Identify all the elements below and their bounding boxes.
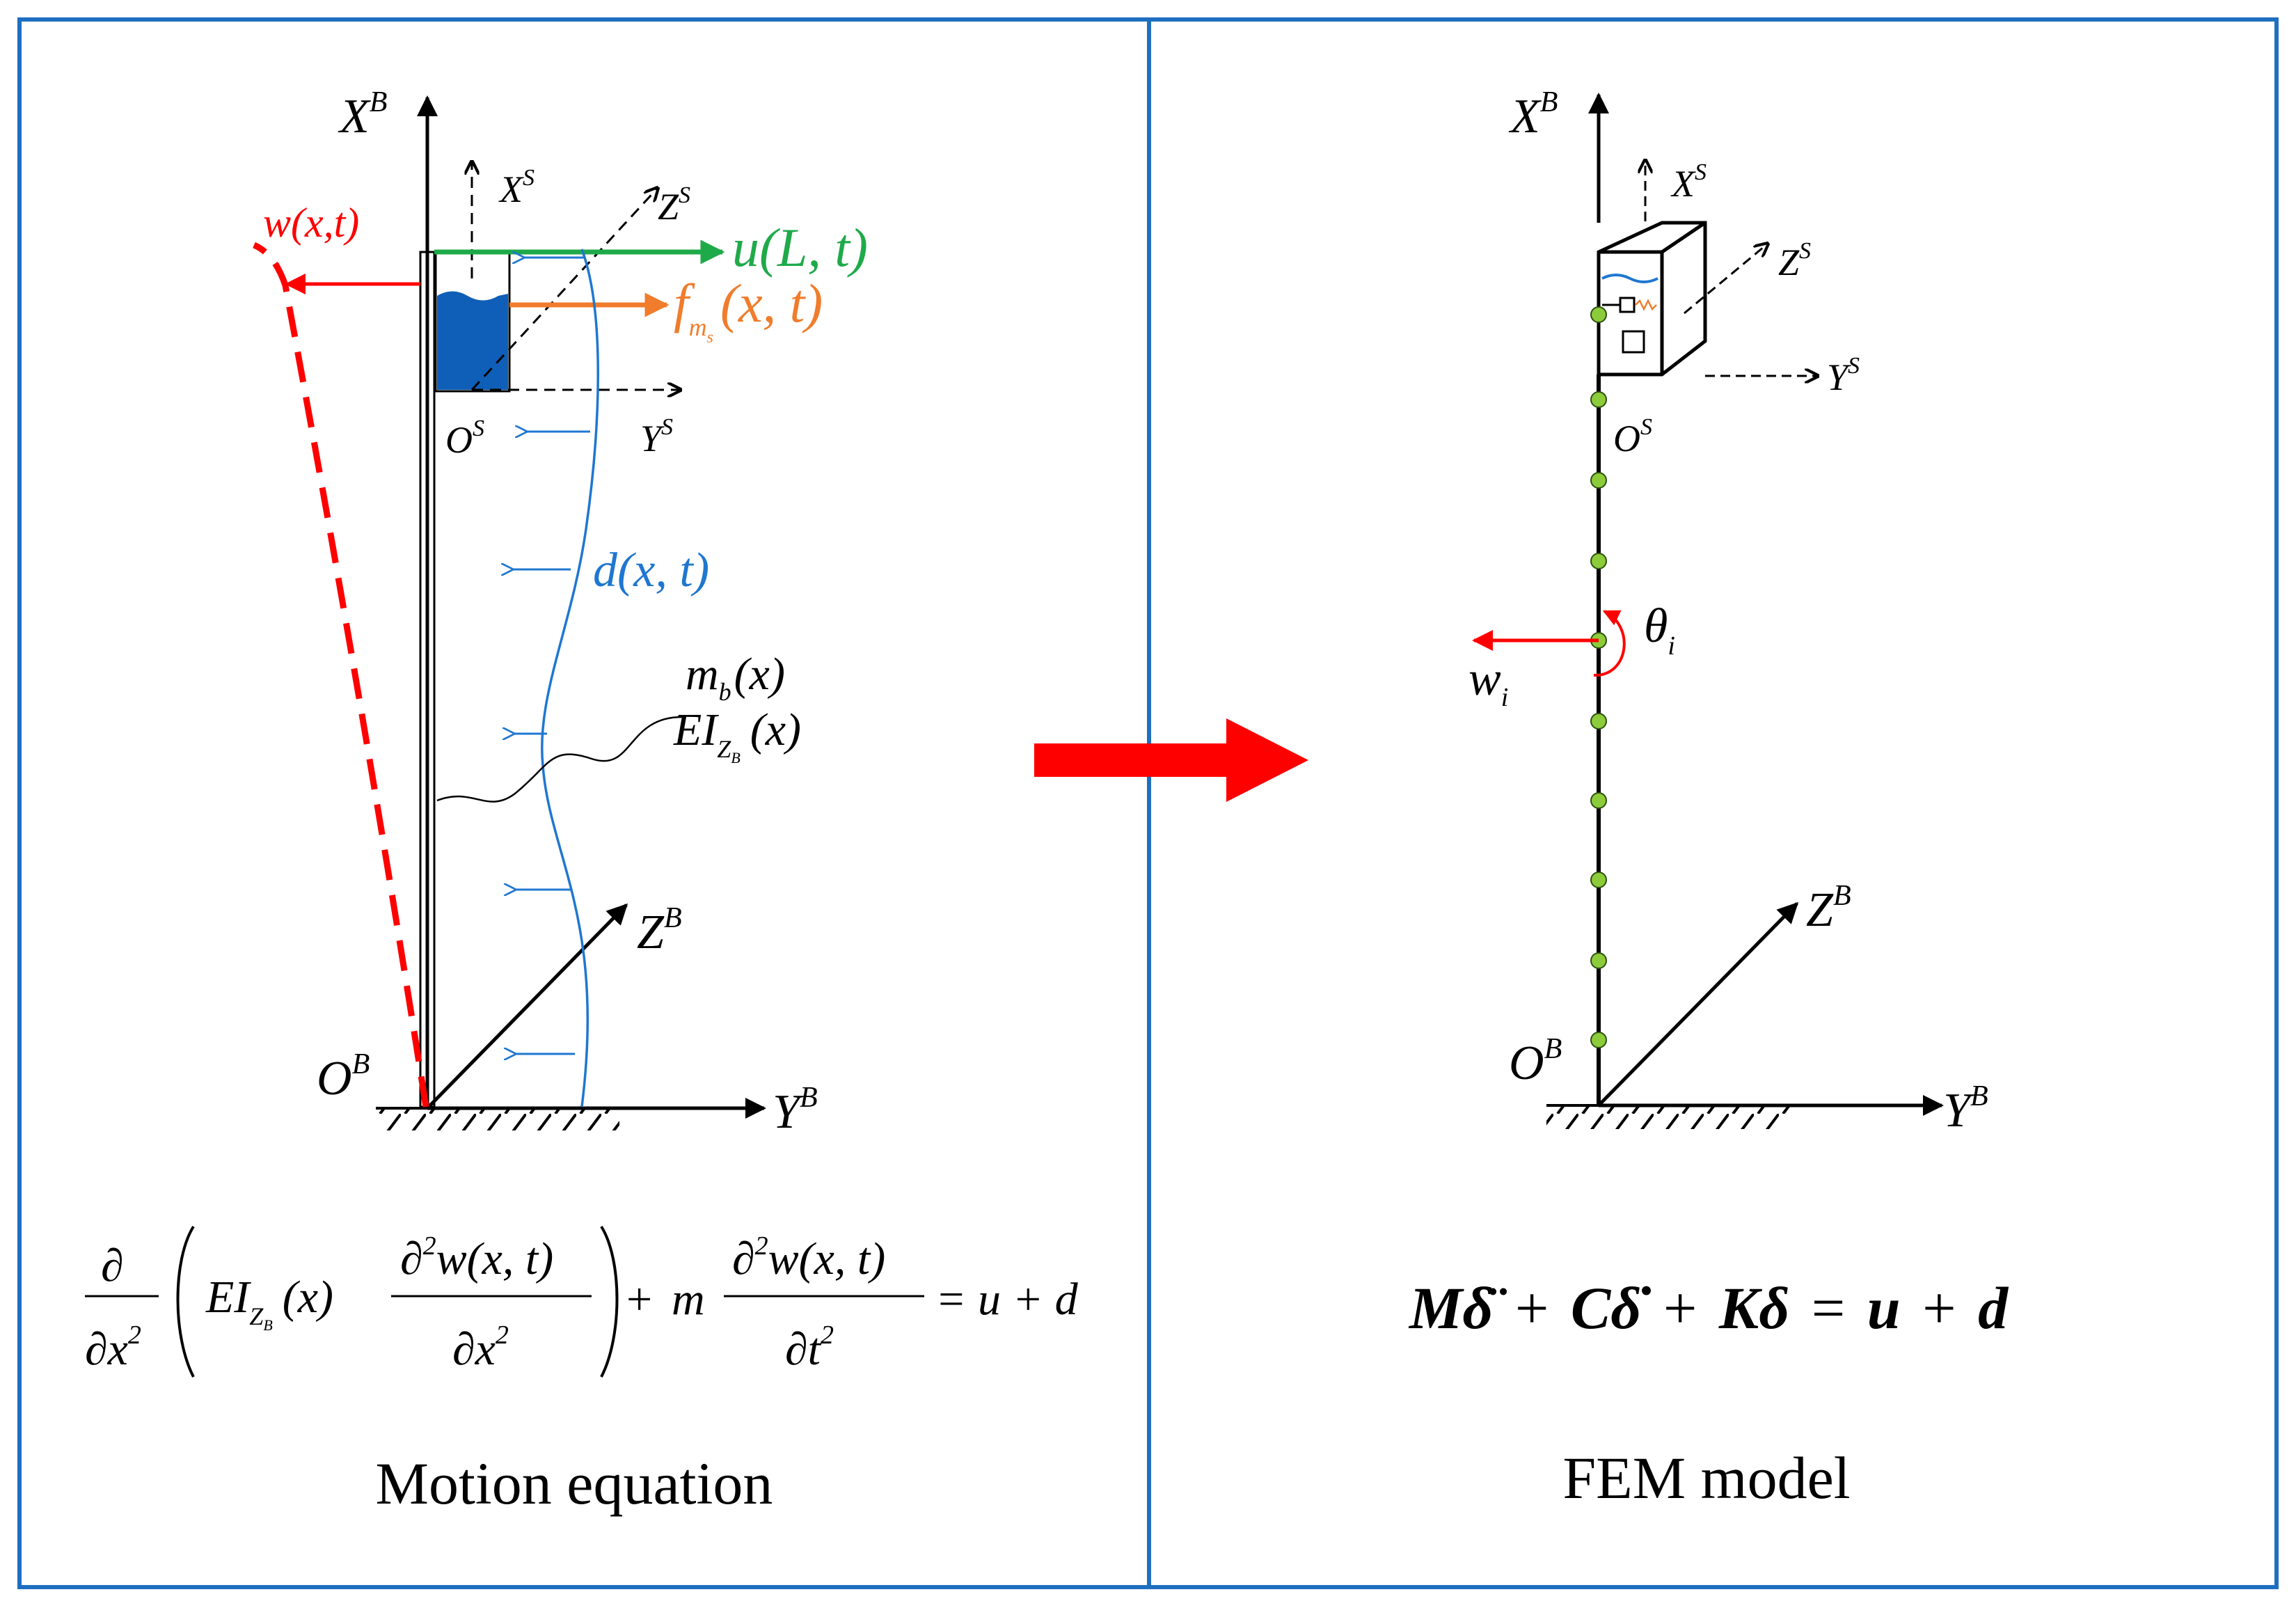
zs-axis [470,188,658,391]
zs-label-right: ZS [1778,238,1811,283]
os-label-right: OS [1613,414,1652,459]
zb-axis [426,903,628,1110]
tank-water [437,291,508,390]
disturbance-arrows [512,258,590,1054]
eq-dx2-den: ∂x2 [452,1321,509,1375]
eq-rhs: = u + d [935,1274,1079,1325]
right-caption: FEM model [1562,1444,1850,1511]
eq-d2w-num: ∂2w(x, t) [400,1231,553,1284]
eq-ei: EIZB(x) [205,1272,333,1334]
yb-label-right: YB [1943,1080,1988,1137]
fem-tank-spring [1635,299,1657,311]
deflection-curve [253,242,429,1108]
fem-tank [1597,221,1707,377]
zb-axis-right [1597,901,1799,1107]
zs-label: ZS [658,182,690,228]
transition-arrow [1034,718,1308,802]
os-label: OS [445,416,484,461]
eq-d2w-num-2: ∂2w(x, t) [732,1231,885,1284]
mb-label: mb(x) [686,649,785,706]
xb-label-right: XB [1508,86,1558,143]
disturbance-profile [541,249,599,1108]
d-xt-label: d(x, t) [593,544,709,597]
right-panel: XB XS ZS YS OS OB YB ZB θi wi Mδ̈ + Cδ̇ … [1408,86,2009,1511]
fem-nodes [1590,306,1607,1048]
zs-axis-right [1684,244,1768,315]
fem-equation: Mδ̈ + Cδ̇ + Kδ = u + d [1408,1275,2009,1341]
ys-label-right: YS [1827,353,1860,398]
u-lt-label: u(L, t) [732,217,868,278]
eq-plus: + [626,1274,652,1325]
left-caption: Motion equation [376,1450,773,1517]
zb-label: ZB [637,902,682,959]
ground-hatch-right [1546,1107,1790,1129]
property-leader [436,716,683,803]
yb-label: YB [773,1082,818,1139]
eq-dt2-den: ∂t2 [785,1321,834,1375]
fem-tank-water [1601,274,1658,283]
zb-label-right: ZB [1806,880,1851,937]
f-ms-label: fms(x, t) [674,273,823,347]
theta-label: θi [1644,599,1675,661]
theta-arc [1593,610,1626,677]
xs-label: XS [498,165,535,210]
eq-dx2: ∂x2 [85,1321,141,1375]
wi-label: wi [1468,652,1508,712]
ground-hatch [376,1110,619,1130]
ob-label: OB [317,1048,370,1105]
w-xt-label: w(x,t) [263,200,359,246]
fem-tank-mass-2 [1622,330,1645,354]
ys-label: YS [640,414,673,459]
motion-equation: ∂ ∂x2 EIZB(x) ∂2w(x, t) ∂x2 + m ∂2w(x, t… [85,1225,1079,1378]
xb-label: XB [338,86,387,143]
ob-label-right: OB [1509,1033,1562,1090]
left-panel: XB XS ZS YS OS OB YB ZB w(x,t) u(L, t) f… [85,86,1079,1517]
eq-d-num: ∂ [101,1240,124,1291]
eq-m: m [672,1274,705,1325]
ei-label: EIZB(x) [673,704,801,766]
xs-label-right: XS [1670,159,1707,205]
